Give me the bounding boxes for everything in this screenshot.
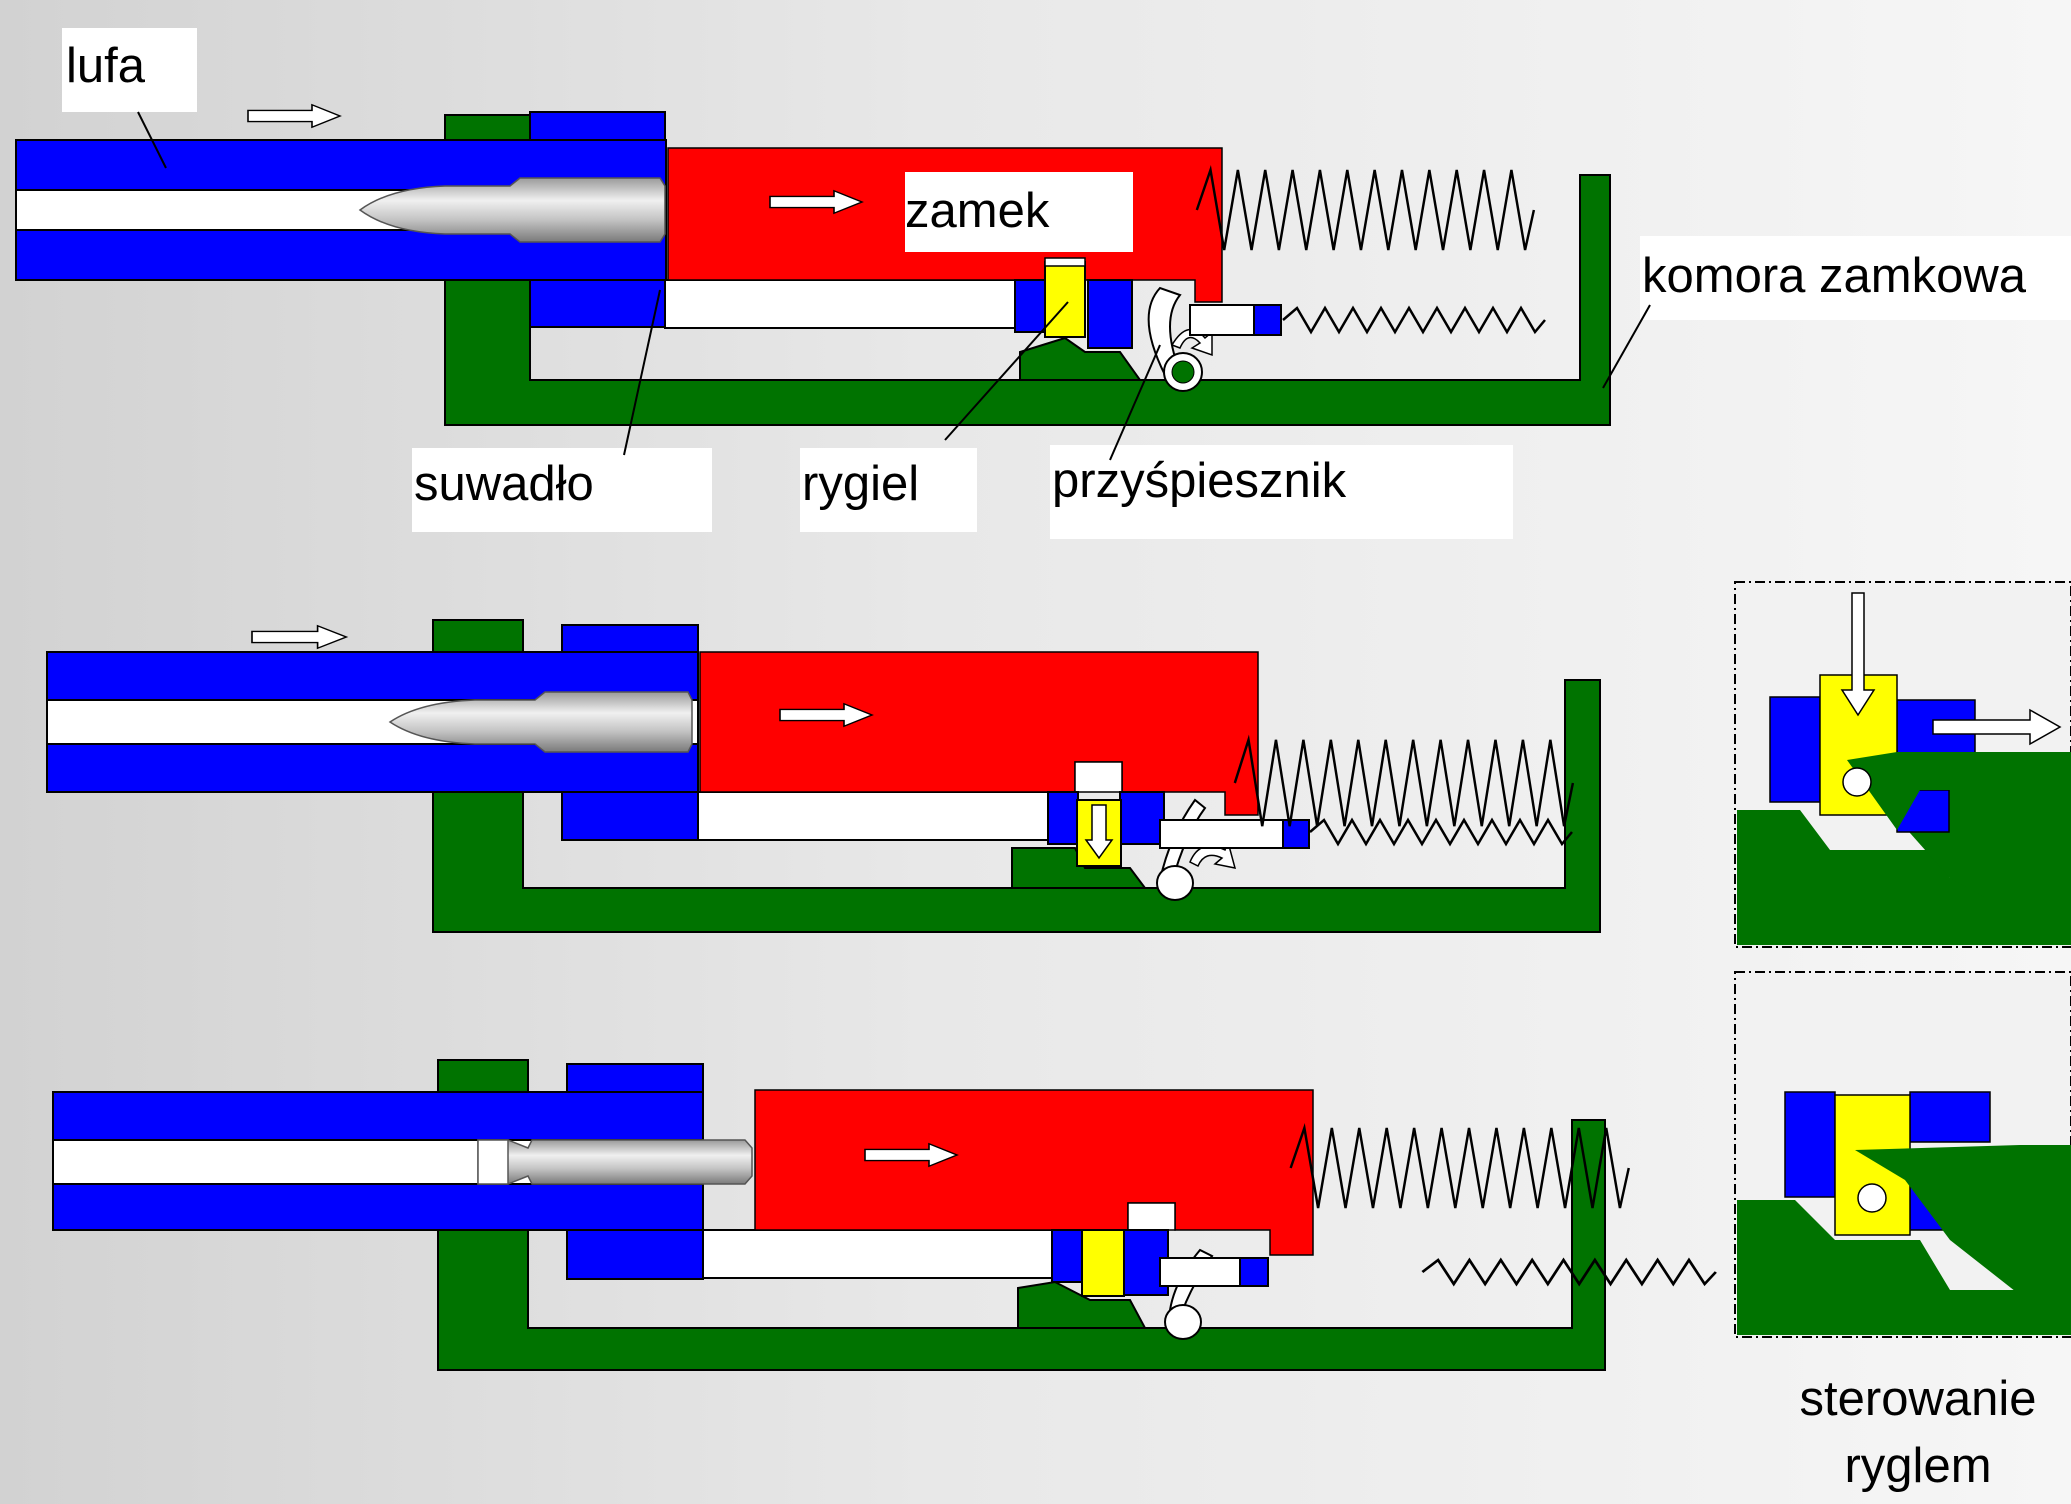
motion-arrow-icon	[247, 104, 341, 128]
slide-rod	[702, 1229, 1054, 1279]
spring-icon	[1281, 306, 1547, 334]
receiver-ramp	[1017, 1280, 1147, 1329]
accelerator-pivot	[1156, 865, 1194, 901]
cartridge-icon	[388, 691, 693, 753]
lock-down-arrow-icon	[1084, 804, 1114, 860]
label-suwadlo: suwadło	[414, 457, 594, 511]
label-rygiel-box	[800, 448, 977, 532]
detail-panel-2	[1734, 971, 2071, 1338]
label-zamek-box	[905, 172, 1133, 252]
spring-icon	[1195, 168, 1536, 252]
receiver-ramp	[1011, 847, 1147, 889]
detail-right-arrow-icon	[1932, 708, 2062, 746]
bolt-carrier-left	[1047, 791, 1079, 845]
label-komora-box	[1640, 236, 2071, 320]
slide-rod	[664, 279, 1026, 329]
label-lufa-box	[62, 28, 197, 112]
buffer-head	[1253, 304, 1282, 336]
caption-ryglem: ryglem	[1844, 1439, 1991, 1493]
pointer-suwadlo	[623, 289, 661, 456]
buffer-rod	[1159, 819, 1286, 849]
label-przyspiesznik: przyśpiesznik	[1052, 454, 1347, 508]
receiver-ramp	[1019, 336, 1142, 381]
lock-notch	[1074, 761, 1123, 793]
accelerator-pivot	[1164, 1304, 1202, 1340]
locking-piece	[1044, 261, 1086, 338]
bolt	[699, 651, 1259, 816]
frame-2	[46, 619, 1601, 933]
lock-notch	[1127, 1202, 1176, 1231]
label-przyspiesznik-box	[1050, 445, 1513, 539]
buffer-head	[1239, 1257, 1269, 1287]
locking-piece-head	[1044, 257, 1086, 267]
bolt	[754, 1089, 1314, 1256]
pointer-lufa	[137, 111, 167, 169]
label-komora-zamkowa: komora zamkowa	[1642, 249, 2027, 303]
label-rygiel: rygiel	[802, 457, 919, 511]
bolt-carrier-left	[1014, 279, 1048, 333]
bolt-carrier-right	[1087, 279, 1133, 349]
detail-down-arrow-icon	[1840, 592, 1876, 717]
motion-arrow-icon	[251, 624, 348, 650]
slide-rod	[697, 791, 1049, 841]
label-lufa: lufa	[66, 39, 146, 93]
spring-icon	[1308, 818, 1574, 846]
frame-1	[15, 104, 1611, 426]
cartridge-icon	[477, 1139, 753, 1185]
locking-piece	[1081, 1229, 1125, 1297]
spring-icon	[1421, 1258, 1718, 1286]
spring-icon	[1233, 738, 1575, 828]
label-zamek: zamek	[905, 184, 1050, 238]
detail-panel-1	[1734, 581, 2071, 948]
frame-3	[52, 1059, 1718, 1371]
cartridge-icon	[358, 177, 666, 243]
pointer-komora	[1602, 304, 1651, 389]
buffer-head	[1282, 819, 1310, 849]
bolt-carrier-right	[1119, 791, 1165, 845]
buffer-rod	[1189, 304, 1256, 336]
pointer-przyspiesznik	[1109, 344, 1161, 461]
bolt-carrier-left	[1051, 1229, 1083, 1283]
caption-sterowanie: sterowanie	[1800, 1372, 2037, 1426]
label-suwadlo-box	[412, 448, 712, 532]
pointer-rygiel	[944, 301, 1069, 441]
buffer-rod	[1159, 1257, 1241, 1287]
